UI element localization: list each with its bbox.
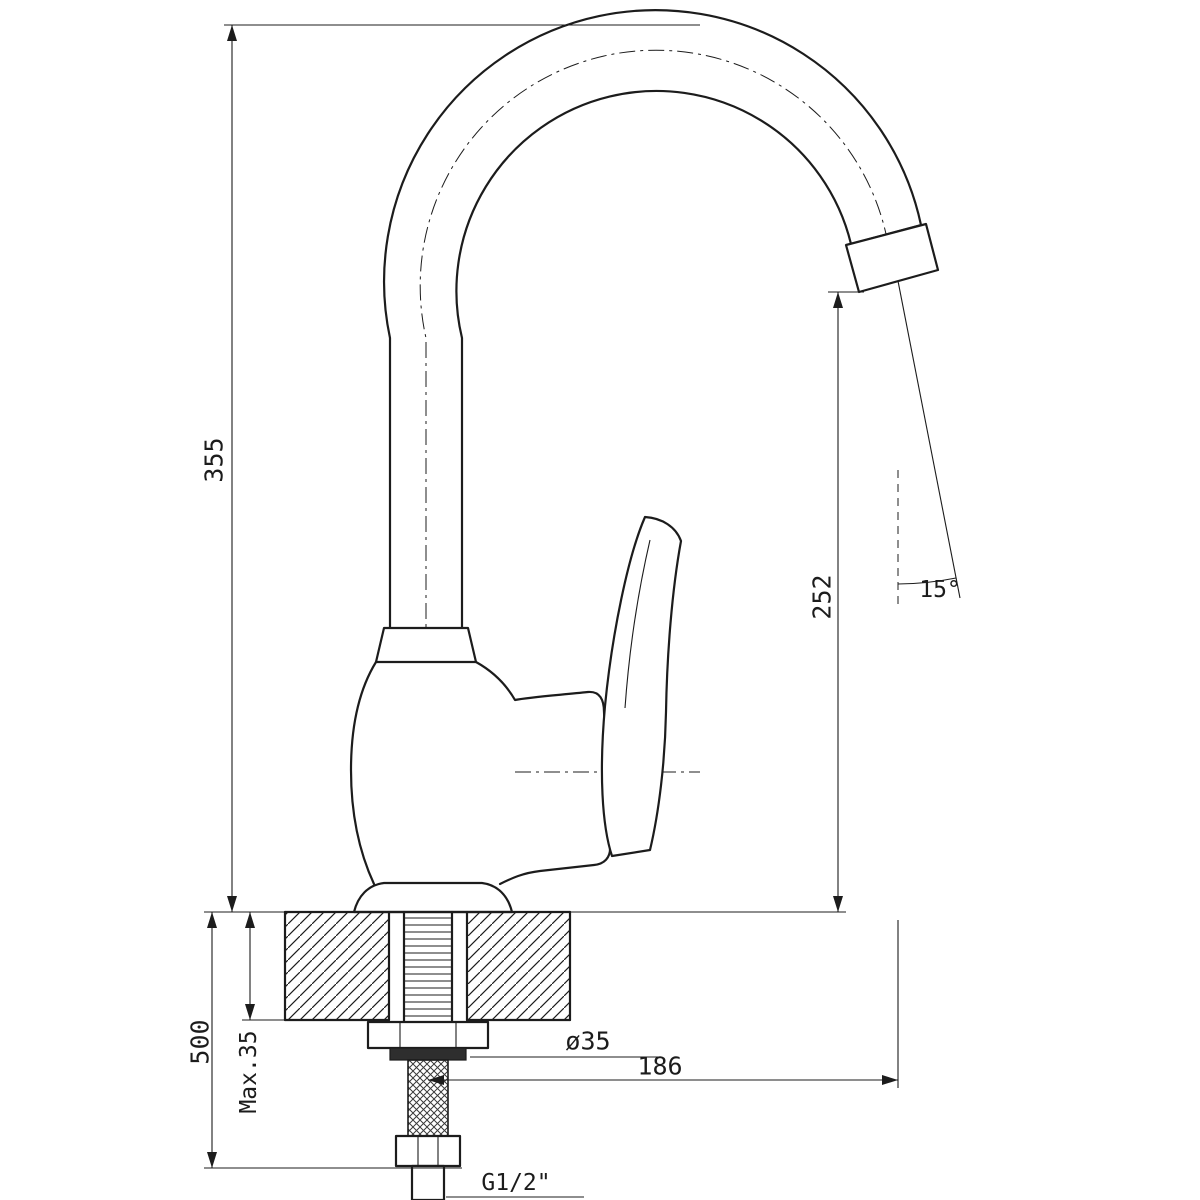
flow-direction-line: [897, 280, 961, 599]
dim-max-deck-thickness: Max.35: [236, 912, 286, 1114]
spout-centerline: [419, 49, 887, 648]
dim-thread-callout: G1/2": [446, 1170, 584, 1198]
spout-gooseneck: [382, 8, 940, 648]
supply-hose: [407, 1059, 449, 1137]
dim-spout-reach: 186: [428, 920, 899, 1088]
mounting-nut: [366, 1020, 490, 1050]
hose-fitting: [394, 1134, 462, 1200]
dim-height-above-deck: 355: [200, 24, 700, 912]
mounting-hardware: [366, 910, 490, 1200]
dim-thread-label: G1/2": [481, 1170, 550, 1196]
dim-186-label: 186: [637, 1052, 682, 1081]
dim-max35-label: Max.35: [236, 1030, 262, 1113]
angle-arc: [897, 577, 957, 585]
dim-252-label: 252: [808, 574, 837, 619]
dim-hole-diameter: ø35: [470, 1027, 660, 1058]
riser-collar: [374, 626, 478, 664]
spout-angle-annotation: 15°: [897, 280, 961, 606]
dim-500-label: 500: [186, 1019, 215, 1064]
countertop-section: [283, 910, 572, 1022]
faucet-body: [349, 626, 700, 914]
dim-spout-outlet-height: 252: [808, 291, 864, 912]
dim-355-label: 355: [200, 437, 229, 482]
base-flange: [352, 881, 514, 914]
washer: [389, 1047, 467, 1061]
lever-handle: [600, 515, 683, 858]
dim-dia35-label: ø35: [565, 1027, 610, 1056]
aerator-tip: [844, 222, 940, 294]
dim-spout-angle-label: 15°: [919, 577, 961, 603]
dim-height-below-deck: 500: [186, 912, 462, 1169]
